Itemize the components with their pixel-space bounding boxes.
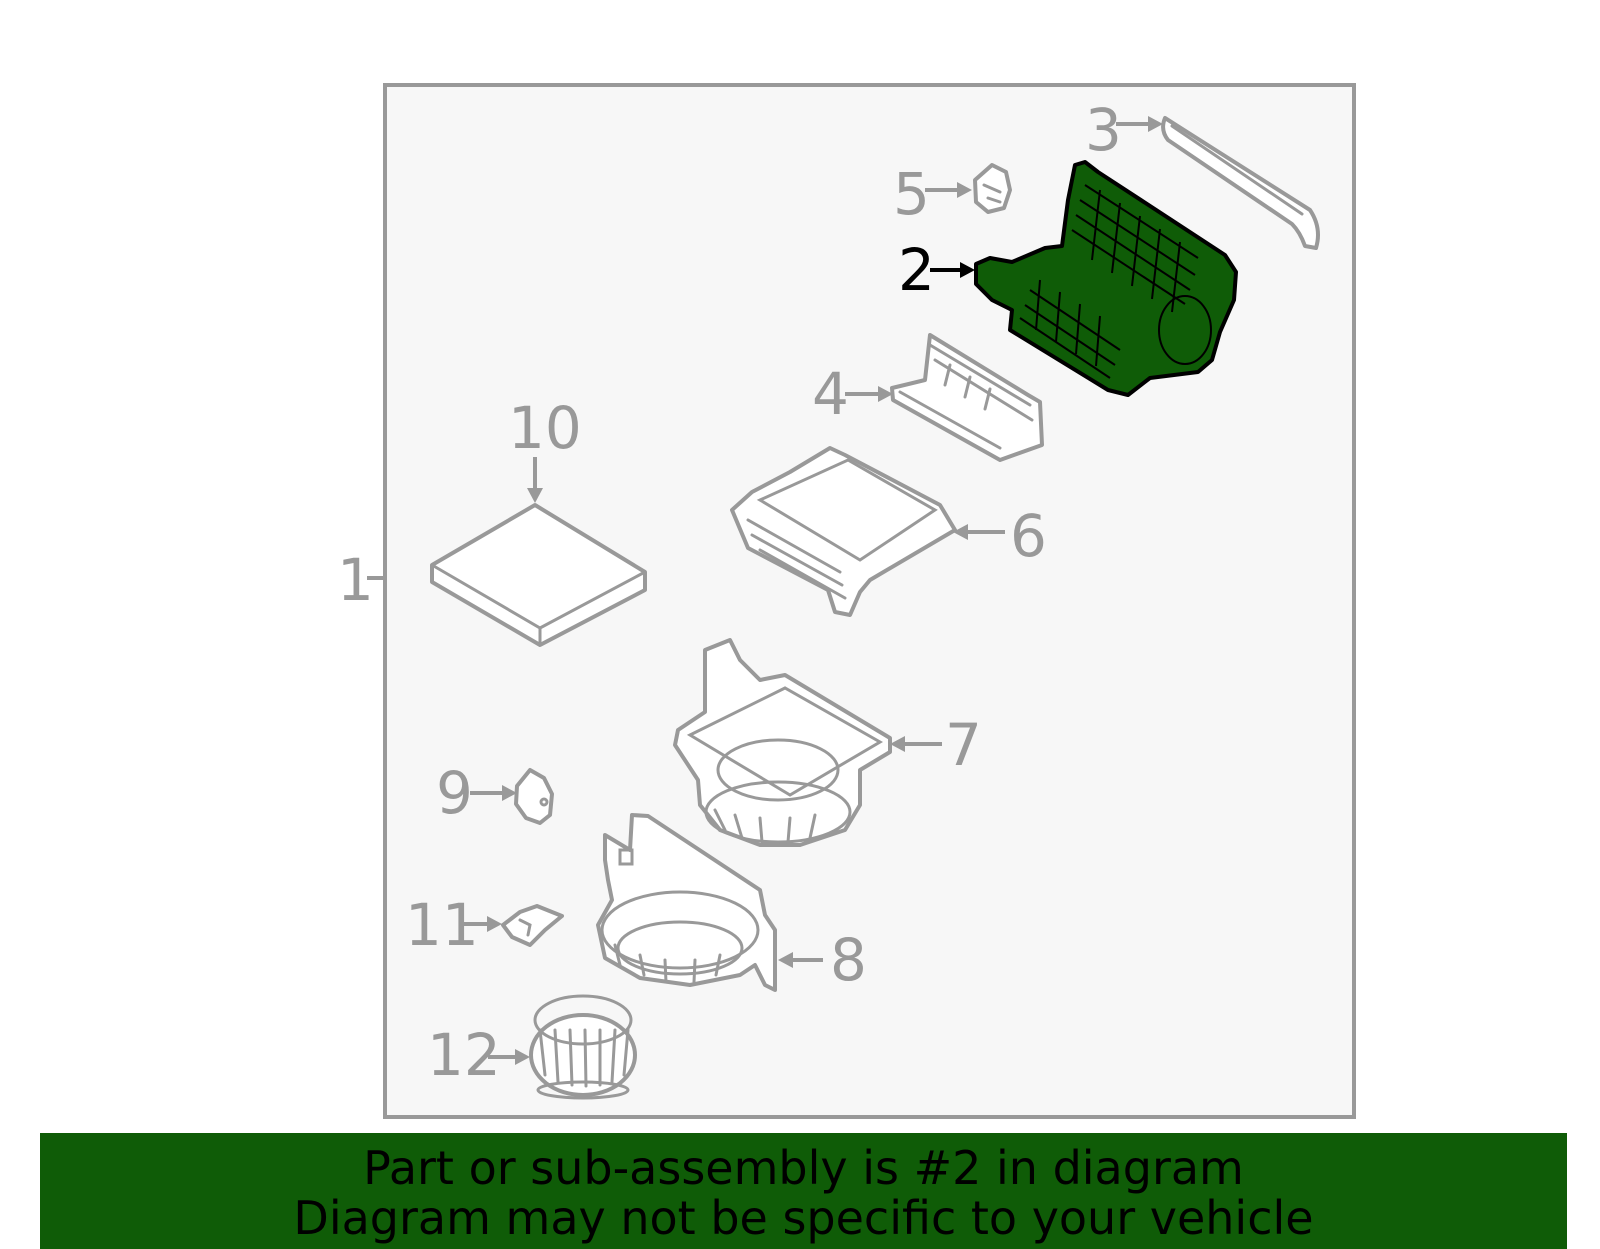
- callout-6: 6: [1010, 502, 1047, 570]
- callout-4: 4: [812, 360, 849, 428]
- info-banner: Part or sub-assembly is #2 in diagram Di…: [40, 1133, 1567, 1249]
- callout-3: 3: [1085, 96, 1122, 164]
- callout-8-arrowhead: [778, 952, 793, 968]
- callout-3-arrowhead: [1148, 116, 1163, 132]
- part-5-actuator[interactable]: [973, 163, 1012, 214]
- part-3-seal[interactable]: [1161, 116, 1320, 250]
- callout-11-arrowhead: [487, 916, 502, 932]
- callout-6-arrowhead: [953, 524, 968, 540]
- part-7-blower-case-upper[interactable]: [673, 638, 892, 847]
- part-11-connector[interactable]: [501, 904, 564, 947]
- part-4-duct[interactable]: [890, 333, 1044, 462]
- part-2-housing-highlighted[interactable]: [974, 160, 1238, 397]
- banner-line-1: Part or sub-assembly is #2 in diagram: [363, 1141, 1244, 1195]
- part-12-blower-motor[interactable]: [529, 994, 637, 1100]
- callout-5-arrowhead: [957, 182, 972, 198]
- part-9-resistor[interactable]: [514, 768, 554, 825]
- callout-9: 9: [436, 759, 473, 827]
- callout-10-arrowhead: [527, 488, 543, 503]
- callout-9-arrowhead: [502, 785, 517, 801]
- callout-8: 8: [830, 926, 867, 994]
- callout-2: 2: [898, 236, 935, 304]
- callout-10: 10: [508, 394, 582, 462]
- callout-4-arrowhead: [878, 386, 893, 402]
- callout-2-arrowhead: [960, 262, 975, 278]
- callout-7-arrowhead: [890, 736, 905, 752]
- callout-7: 7: [945, 711, 982, 779]
- part-10-cabin-filter[interactable]: [430, 503, 647, 647]
- part-8-blower-case-lower[interactable]: [596, 813, 777, 992]
- part-6-filter-case[interactable]: [730, 446, 957, 617]
- callout-12-arrowhead: [515, 1049, 530, 1065]
- callout-5: 5: [893, 160, 930, 228]
- banner-line-2: Diagram may not be specific to your vehi…: [293, 1191, 1314, 1245]
